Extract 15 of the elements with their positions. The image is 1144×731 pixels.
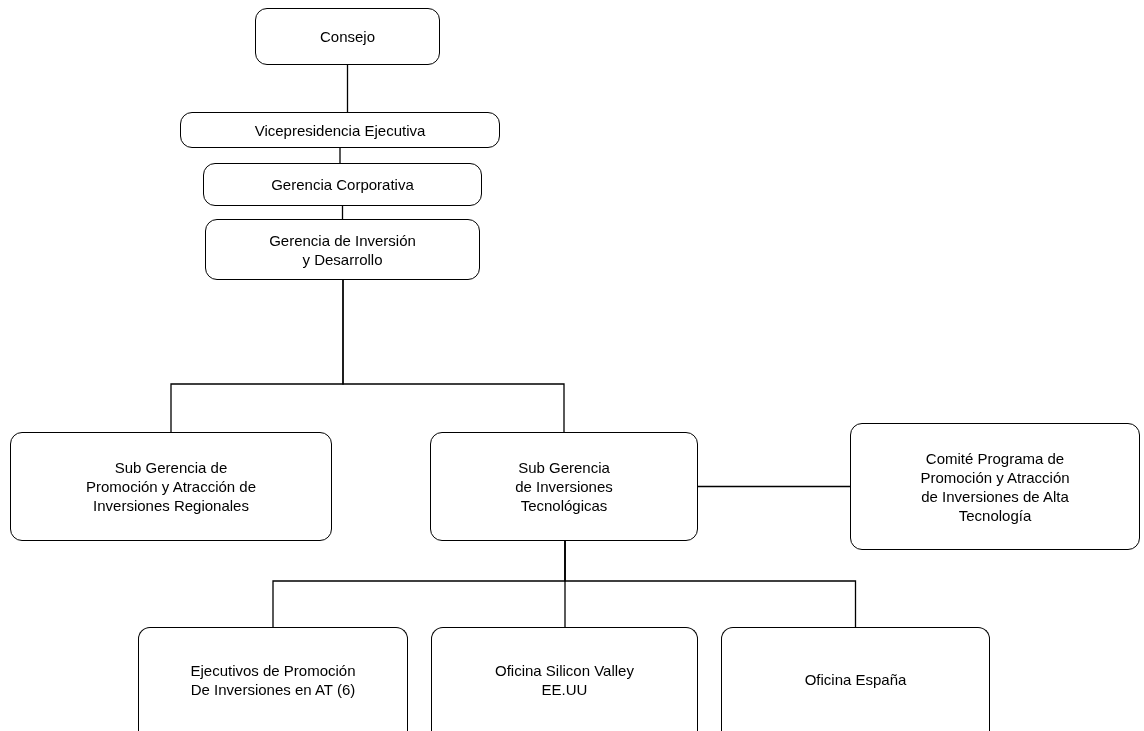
box-label: Sub Gerencia de Promoción y Atracción de Inversiones Regionales [85, 458, 257, 515]
box-label: Ejecutivos de Promoción De Inversiones en AT (6) [189, 660, 357, 699]
connector-line [342, 279, 565, 433]
connector-line [346, 64, 349, 113]
connector-line [564, 540, 857, 628]
box-label: Consejo [319, 27, 375, 46]
box-label: Oficina España [804, 670, 907, 689]
box-label: Sub Gerencia de Inversiones Tecnológicas [514, 458, 614, 515]
box-label: Gerencia de Inversión y Desarrollo [268, 230, 417, 269]
box-label: Gerencia Corporativa [271, 175, 414, 194]
connector-line [339, 147, 341, 164]
box-label: Vicepresidencia Ejecutiva [254, 120, 426, 140]
connector-line [697, 485, 851, 488]
box-label: Oficina Silicon Valley EE.UU [494, 660, 635, 699]
box-label: Comité Programa de Promoción y Atracción de Inversiones de Alta Tecnología [919, 448, 1071, 525]
